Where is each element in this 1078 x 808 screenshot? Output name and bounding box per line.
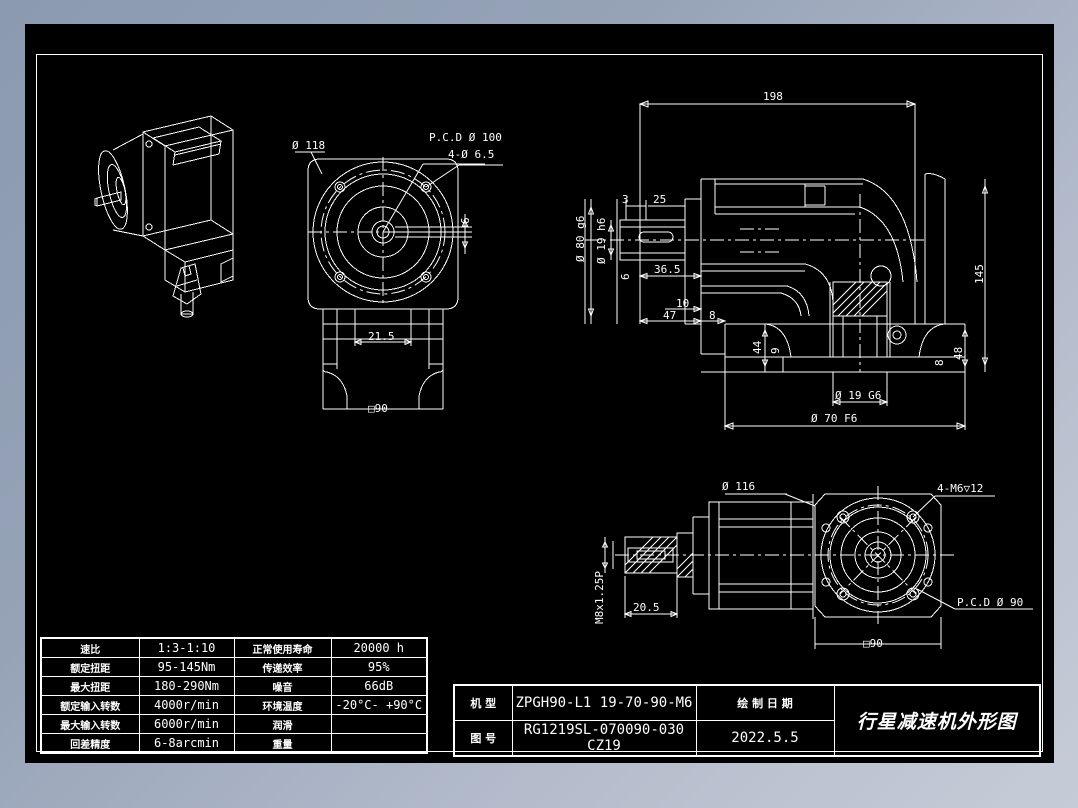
table-row: 速比 1:3-1:10 正常使用寿命 20000 h	[40, 637, 428, 658]
spec-value-2: 95%	[330, 657, 428, 677]
dim-front-outer-dia: Ø 118	[292, 139, 325, 152]
title-block-row-model: 机 型 ZPGH90-L1 19-70-90-M6 绘 制 日 期 行星减速机外…	[453, 684, 1041, 757]
dim-side-output-pilot: Ø 70 F6	[811, 412, 857, 425]
title-block-row-drawing: 图 号 RG1219SL-070090-030 CZ19 2022.5.5	[453, 720, 1040, 757]
spec-value-2	[330, 733, 428, 754]
model-value: ZPGH90-L1 19-70-90-M6	[511, 684, 697, 721]
table-row: 最大扭距 180-290Nm 噪音 66dB	[40, 676, 428, 696]
spec-value: 6-8arcmin	[138, 733, 235, 754]
dim-side-output-shaft: Ø 19 G6	[835, 389, 881, 402]
spec-value-2	[330, 714, 428, 734]
table-row: 回差精度 6-8arcmin 重量	[40, 733, 428, 754]
specification-table: 速比 1:3-1:10 正常使用寿命 20000 h 额定扭距 95-145Nm…	[40, 637, 428, 754]
dim-side-flange-thk: 36.5	[654, 263, 681, 276]
drawing-sheet: Ø 118 P.C.D Ø 100 4-Ø 6.5 6 21.5 □90	[25, 24, 1054, 763]
dim-front-holes: 4-Ø 6.5	[448, 148, 494, 161]
dim-front-boss: 21.5	[368, 330, 395, 343]
dim-bottom-thread: M8x1.25P	[593, 571, 606, 624]
output-flange-view	[601, 486, 1033, 649]
table-row: 额定输入转数 4000r/min 环境温度 -20°C- +90°C	[40, 695, 428, 715]
table-row: 额定扭距 95-145Nm 传递效率 95%	[40, 657, 428, 677]
cad-drawing-canvas: Ø 118 P.C.D Ø 100 4-Ø 6.5 6 21.5 □90	[94, 90, 1033, 650]
dim-side-overall-height: 145	[973, 264, 986, 284]
spec-label: 最大扭距	[40, 676, 140, 696]
dim-side-key-w: 6	[619, 273, 632, 280]
dim-front-square: □90	[368, 402, 388, 415]
spec-label: 最大输入转数	[40, 714, 140, 734]
spec-label: 速比	[40, 637, 140, 658]
date-value: 2022.5.5	[695, 720, 835, 757]
dim-bottom-tapped: 4-M6▽12	[937, 482, 983, 495]
dim-front-keyway: 6	[459, 217, 472, 224]
date-label: 绘 制 日 期	[695, 684, 835, 721]
dim-side-step-a: 10	[676, 297, 689, 310]
isometric-gearbox-view	[94, 115, 234, 318]
dim-side-foot-t: 9	[769, 347, 782, 354]
dim-side-base-h: 48	[952, 347, 965, 360]
spec-value: 4000r/min	[138, 695, 235, 715]
dim-side-foot-h: 44	[751, 340, 764, 354]
dim-side-shaft-len: 25	[653, 193, 666, 206]
table-row: 最大输入转数 6000r/min 润滑	[40, 714, 428, 734]
spec-label-2: 润滑	[233, 714, 332, 734]
spec-label: 回差精度	[40, 733, 140, 754]
spec-label-2: 正常使用寿命	[233, 637, 332, 658]
spec-label: 额定输入转数	[40, 695, 140, 715]
dim-side-base-t: 8	[933, 359, 946, 366]
drawing-label: 图 号	[453, 720, 513, 757]
model-label: 机 型	[453, 684, 513, 721]
drawing-value: RG1219SL-070090-030 CZ19	[511, 720, 697, 757]
spec-value-2: -20°C- +90°C	[330, 695, 428, 715]
dim-bottom-outer-dia: Ø 116	[722, 480, 755, 493]
dim-bottom-square: □90	[863, 637, 883, 650]
spec-label-2: 噪音	[233, 676, 332, 696]
spec-value: 95-145Nm	[138, 657, 235, 677]
spec-label-2: 传递效率	[233, 657, 332, 677]
spec-label: 额定扭距	[40, 657, 140, 677]
spec-value-2: 20000 h	[330, 637, 428, 658]
drawing-main-title: 行星减速机外形图	[833, 684, 1041, 757]
spec-value: 6000r/min	[138, 714, 235, 734]
spec-label-2: 重量	[233, 733, 332, 754]
dim-bottom-pcd: P.C.D Ø 90	[957, 596, 1023, 609]
dim-bottom-shaft-len: 20.5	[633, 601, 660, 614]
dim-side-step-b: 47	[663, 309, 676, 322]
title-block: 机 型 ZPGH90-L1 19-70-90-M6 绘 制 日 期 行星减速机外…	[453, 684, 1041, 757]
front-flange-view	[295, 151, 503, 410]
dim-side-shaft-dia: Ø 19 h6	[595, 218, 608, 264]
dim-side-pilot-dia: Ø 80 g6	[574, 216, 587, 262]
dim-front-pcd: P.C.D Ø 100	[429, 131, 502, 144]
spec-value: 180-290Nm	[138, 676, 235, 696]
dim-side-overall-length: 198	[763, 90, 783, 103]
dim-side-step-c: 8	[709, 309, 716, 322]
spec-value: 1:3-1:10	[138, 637, 235, 658]
dim-side-shaft-flat: 3	[622, 193, 629, 206]
right-angle-section-view	[584, 100, 989, 430]
spec-label-2: 环境温度	[233, 695, 332, 715]
spec-value-2: 66dB	[330, 676, 428, 696]
